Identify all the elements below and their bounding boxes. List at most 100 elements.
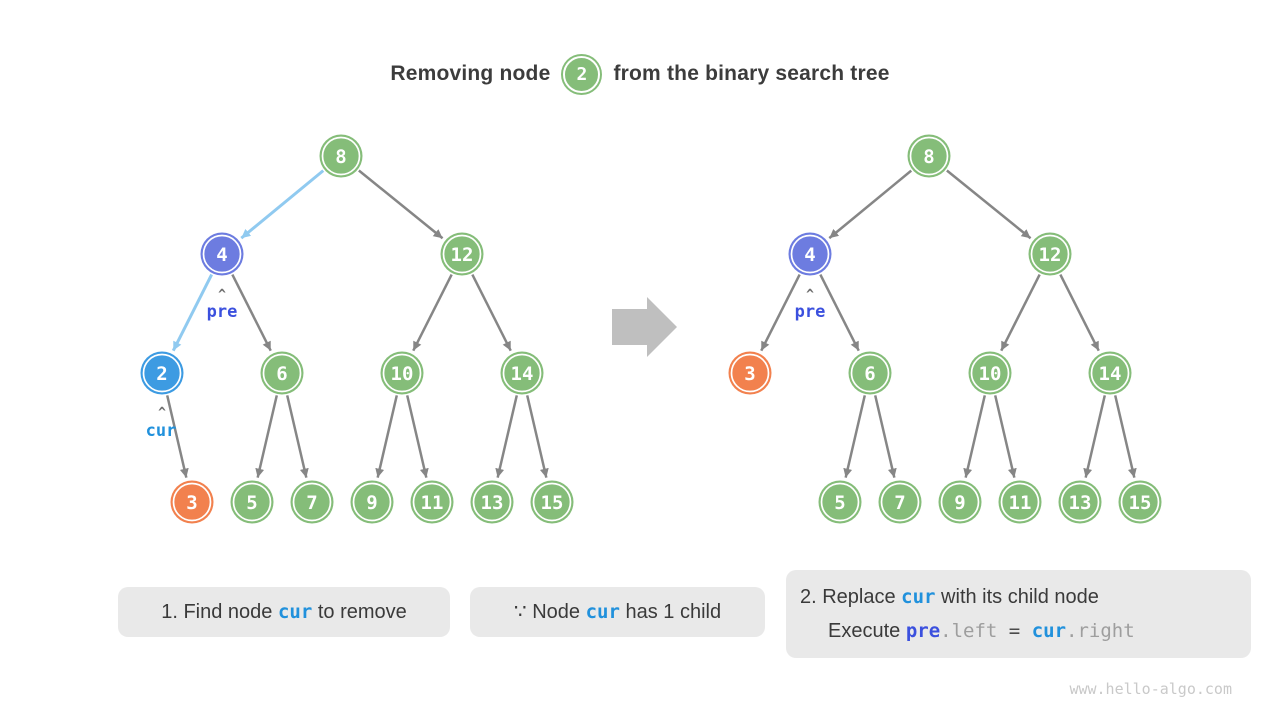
node-circle bbox=[440, 232, 484, 276]
code-token-cur: cur bbox=[585, 601, 620, 623]
node-inner-ring bbox=[142, 353, 182, 393]
node-circle bbox=[319, 134, 363, 178]
node-inner-ring bbox=[970, 353, 1010, 393]
tree-edge-12-10 bbox=[1000, 273, 1041, 352]
transition-arrow-icon bbox=[612, 297, 677, 357]
tree-node-13: 13 bbox=[470, 480, 514, 524]
caret-up-icon: ^ bbox=[158, 406, 166, 421]
tree-edge-10-11 bbox=[405, 395, 429, 478]
node-value: 12 bbox=[1039, 244, 1062, 266]
code-token-cur: cur bbox=[1031, 620, 1067, 642]
caption-line: 2. Replace cur with its child node bbox=[800, 580, 1251, 614]
tree-node-6: 6 bbox=[260, 351, 304, 395]
caption-text: Execute bbox=[828, 620, 906, 642]
tree-edge-2-3 bbox=[165, 395, 189, 478]
tree-edge-6-5 bbox=[843, 395, 867, 478]
caption-text: 2. Replace bbox=[800, 586, 902, 608]
tree-edge-4-6 bbox=[231, 273, 272, 352]
node-value: 10 bbox=[391, 363, 414, 385]
code-token-cur: cur bbox=[901, 586, 936, 608]
node-inner-ring bbox=[472, 482, 512, 522]
node-circle bbox=[470, 480, 514, 524]
node-value: 12 bbox=[451, 244, 474, 266]
tree-edge-6-7 bbox=[873, 395, 897, 478]
node-inner-ring bbox=[790, 234, 830, 274]
node-value: 4 bbox=[804, 244, 815, 266]
tree-node-2: 2 bbox=[140, 351, 184, 395]
node-inner-ring bbox=[532, 482, 572, 522]
node-value: 15 bbox=[541, 492, 564, 514]
title-prefix: Removing node bbox=[390, 62, 551, 85]
node-value: 15 bbox=[1129, 492, 1152, 514]
tree-node-3: 3 bbox=[728, 351, 772, 395]
tree-edge-10-11 bbox=[993, 395, 1017, 478]
tree-node-7: 7 bbox=[878, 480, 922, 524]
pointer-label-pre: pre bbox=[207, 302, 238, 322]
caret-up-icon: ^ bbox=[218, 288, 226, 303]
tree-node-5: 5 bbox=[230, 480, 274, 524]
tree-edge-12-14 bbox=[1059, 273, 1100, 352]
caption-text: has 1 child bbox=[619, 601, 722, 623]
node-inner-ring bbox=[880, 482, 920, 522]
title-suffix: from the binary search tree bbox=[613, 62, 890, 85]
node-circle bbox=[788, 232, 832, 276]
tree-node-3: 3 bbox=[170, 480, 214, 524]
tree-edge-4-2 bbox=[171, 273, 213, 352]
node-value: 5 bbox=[246, 492, 257, 514]
node-circle bbox=[907, 134, 951, 178]
node-circle bbox=[500, 351, 544, 395]
node-value: 11 bbox=[421, 492, 444, 514]
node-value: 8 bbox=[923, 146, 934, 168]
tree-node-8: 8 bbox=[907, 134, 951, 178]
node-circle bbox=[938, 480, 982, 524]
node-value: 6 bbox=[276, 363, 287, 385]
caption-step1: 1. Find node cur to remove bbox=[118, 587, 450, 637]
tree-node-10: 10 bbox=[380, 351, 424, 395]
node-circle bbox=[998, 480, 1042, 524]
page-title: Removing node 2 from the binary search t… bbox=[0, 52, 1280, 96]
node-circle bbox=[170, 480, 214, 524]
node-value: 5 bbox=[834, 492, 845, 514]
watermark: www.hello-algo.com bbox=[1069, 680, 1232, 698]
tree-node-12: 12 bbox=[1028, 232, 1072, 276]
node-inner-ring bbox=[382, 353, 422, 393]
node-inner-ring bbox=[412, 482, 452, 522]
tree-node-10: 10 bbox=[968, 351, 1012, 395]
node-value: 6 bbox=[864, 363, 875, 385]
node-value: 13 bbox=[1069, 492, 1092, 514]
tree-edge-8-4 bbox=[240, 169, 325, 240]
tree-edge-6-5 bbox=[255, 395, 279, 478]
code-token-.left: .left bbox=[940, 620, 998, 642]
caption-line: ∵ Node cur has 1 child bbox=[514, 595, 721, 629]
tree-node-15: 15 bbox=[1118, 480, 1162, 524]
tree-edge-14-15 bbox=[1113, 395, 1137, 478]
node-inner-ring bbox=[1090, 353, 1130, 393]
tree-edge-12-14 bbox=[471, 273, 512, 352]
tree-edge-14-15 bbox=[525, 395, 549, 478]
node-inner-ring bbox=[292, 482, 332, 522]
node-inner-ring bbox=[202, 234, 242, 274]
tree-edge-10-9 bbox=[963, 395, 987, 478]
node-inner-ring bbox=[820, 482, 860, 522]
tree-edge-12-10 bbox=[412, 273, 453, 352]
tree-node-4: 4 bbox=[788, 232, 832, 276]
node-circle bbox=[230, 480, 274, 524]
node-circle bbox=[968, 351, 1012, 395]
node-inner-ring bbox=[321, 136, 361, 176]
tree-edge-6-7 bbox=[285, 395, 309, 478]
tree-node-5: 5 bbox=[818, 480, 862, 524]
node-inner-ring bbox=[730, 353, 770, 393]
node-circle bbox=[1118, 480, 1162, 524]
tree-node-9: 9 bbox=[350, 480, 394, 524]
tree-node-9: 9 bbox=[938, 480, 982, 524]
tree-node-7: 7 bbox=[290, 480, 334, 524]
node-inner-ring bbox=[1030, 234, 1070, 274]
node-inner-ring bbox=[1120, 482, 1160, 522]
tree-edge-4-3 bbox=[760, 273, 801, 352]
node-circle bbox=[1028, 232, 1072, 276]
tree-node-8: 8 bbox=[319, 134, 363, 178]
node-circle bbox=[350, 480, 394, 524]
